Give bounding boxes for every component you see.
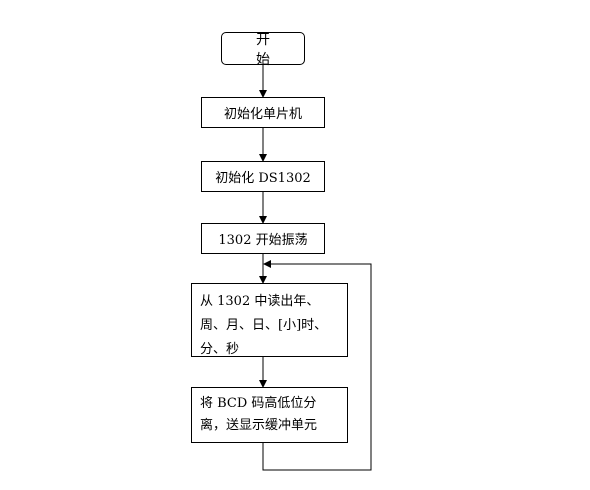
read-time-line-2: 周、月、日、[小]时、	[200, 318, 328, 333]
step-convert-bcd: 将 BCD 码高低位分 离，送显示缓冲单元	[191, 387, 348, 443]
start-label: 开 始	[256, 31, 284, 68]
step-init-ds1302: 初始化 DS1302	[201, 161, 325, 192]
convert-bcd-line-1: 将 BCD 码高低位分	[200, 396, 317, 411]
step-start-oscillation: 1302 开始振荡	[201, 223, 325, 254]
step-init-ds1302-label: 初始化 DS1302	[215, 171, 311, 186]
convert-bcd-line-2: 离，送显示缓冲单元	[200, 418, 318, 433]
step-init-mcu-label: 初始化单片机	[223, 107, 302, 122]
read-time-line-3: 分、秒	[200, 342, 240, 357]
loop-back-connector	[262, 260, 372, 471]
step-start-oscillation-label: 1302 开始振荡	[218, 233, 308, 248]
step-init-mcu: 初始化单片机	[201, 97, 325, 128]
read-time-line-1: 从 1302 中读出年、	[200, 294, 320, 309]
start-terminal: 开 始	[221, 32, 305, 68]
step-read-time: 从 1302 中读出年、 周、月、日、[小]时、 分、秒	[191, 283, 348, 357]
